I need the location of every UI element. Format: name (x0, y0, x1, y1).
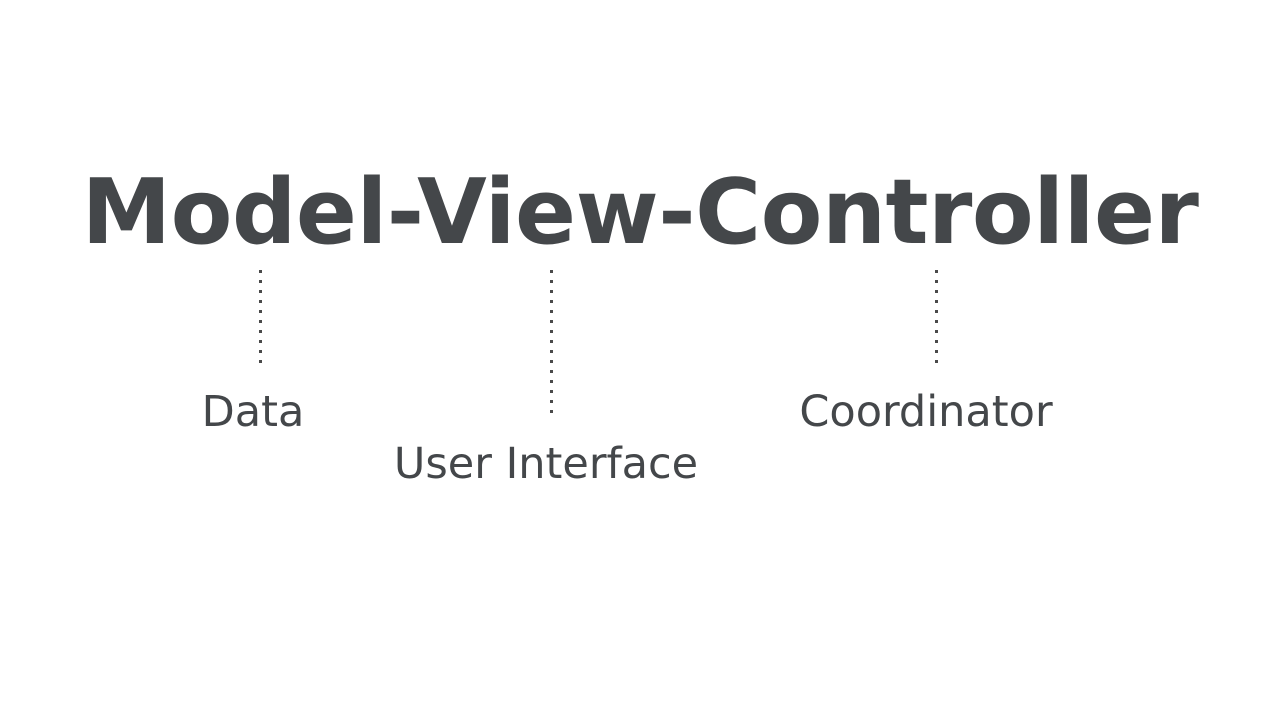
annotation-label-model: Data (201, 387, 305, 437)
page-title: Model-View-Controller (81, 160, 1199, 265)
leader-line-model (259, 270, 262, 369)
annotation-label-controller: Coordinator (799, 387, 1053, 437)
leader-line-view (550, 270, 553, 420)
annotation-label-view: User Interface (393, 439, 699, 489)
leader-line-controller (935, 270, 938, 370)
